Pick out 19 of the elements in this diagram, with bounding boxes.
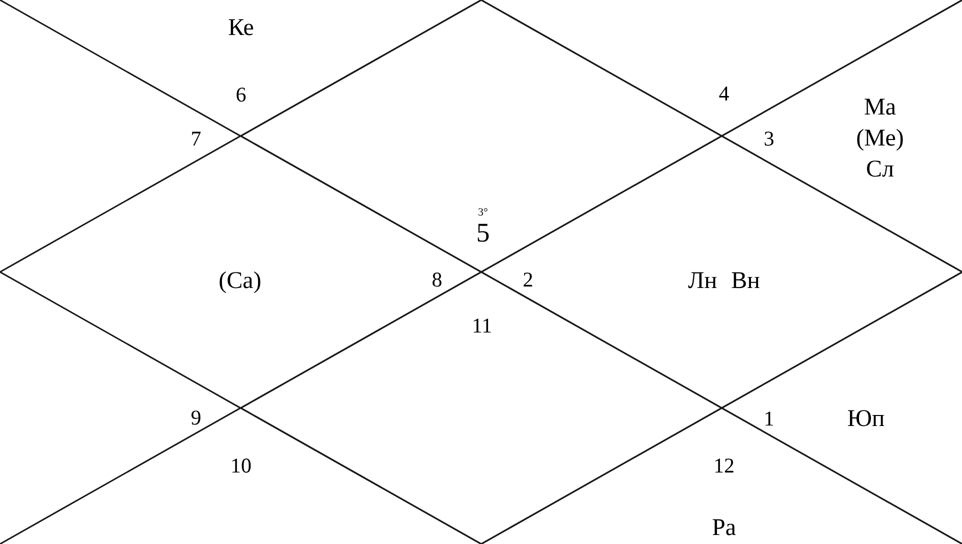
- house-number: 3: [764, 128, 774, 150]
- house-number: 6: [236, 84, 246, 106]
- house-number: 7: [190, 128, 202, 150]
- house-number: 2: [522, 270, 534, 290]
- planet-label: (Са): [218, 269, 262, 293]
- house-number: 8: [432, 270, 442, 290]
- planet-label: Ра: [712, 516, 736, 540]
- planet-label: Ма (Ме) Сл: [856, 94, 904, 184]
- house-number: 10: [230, 456, 252, 476]
- planet-label: Ке: [228, 16, 254, 40]
- planet-label: Юп: [847, 407, 885, 431]
- house-number: 11: [472, 316, 492, 336]
- planet-label: Лн Вн: [688, 269, 760, 293]
- house-number: 12: [714, 456, 734, 476]
- degree-label: 3°: [478, 208, 488, 218]
- house-number: 5: [476, 220, 490, 246]
- house-number: 9: [190, 408, 202, 428]
- house-number: 1: [764, 408, 774, 430]
- house-number: 4: [718, 84, 730, 104]
